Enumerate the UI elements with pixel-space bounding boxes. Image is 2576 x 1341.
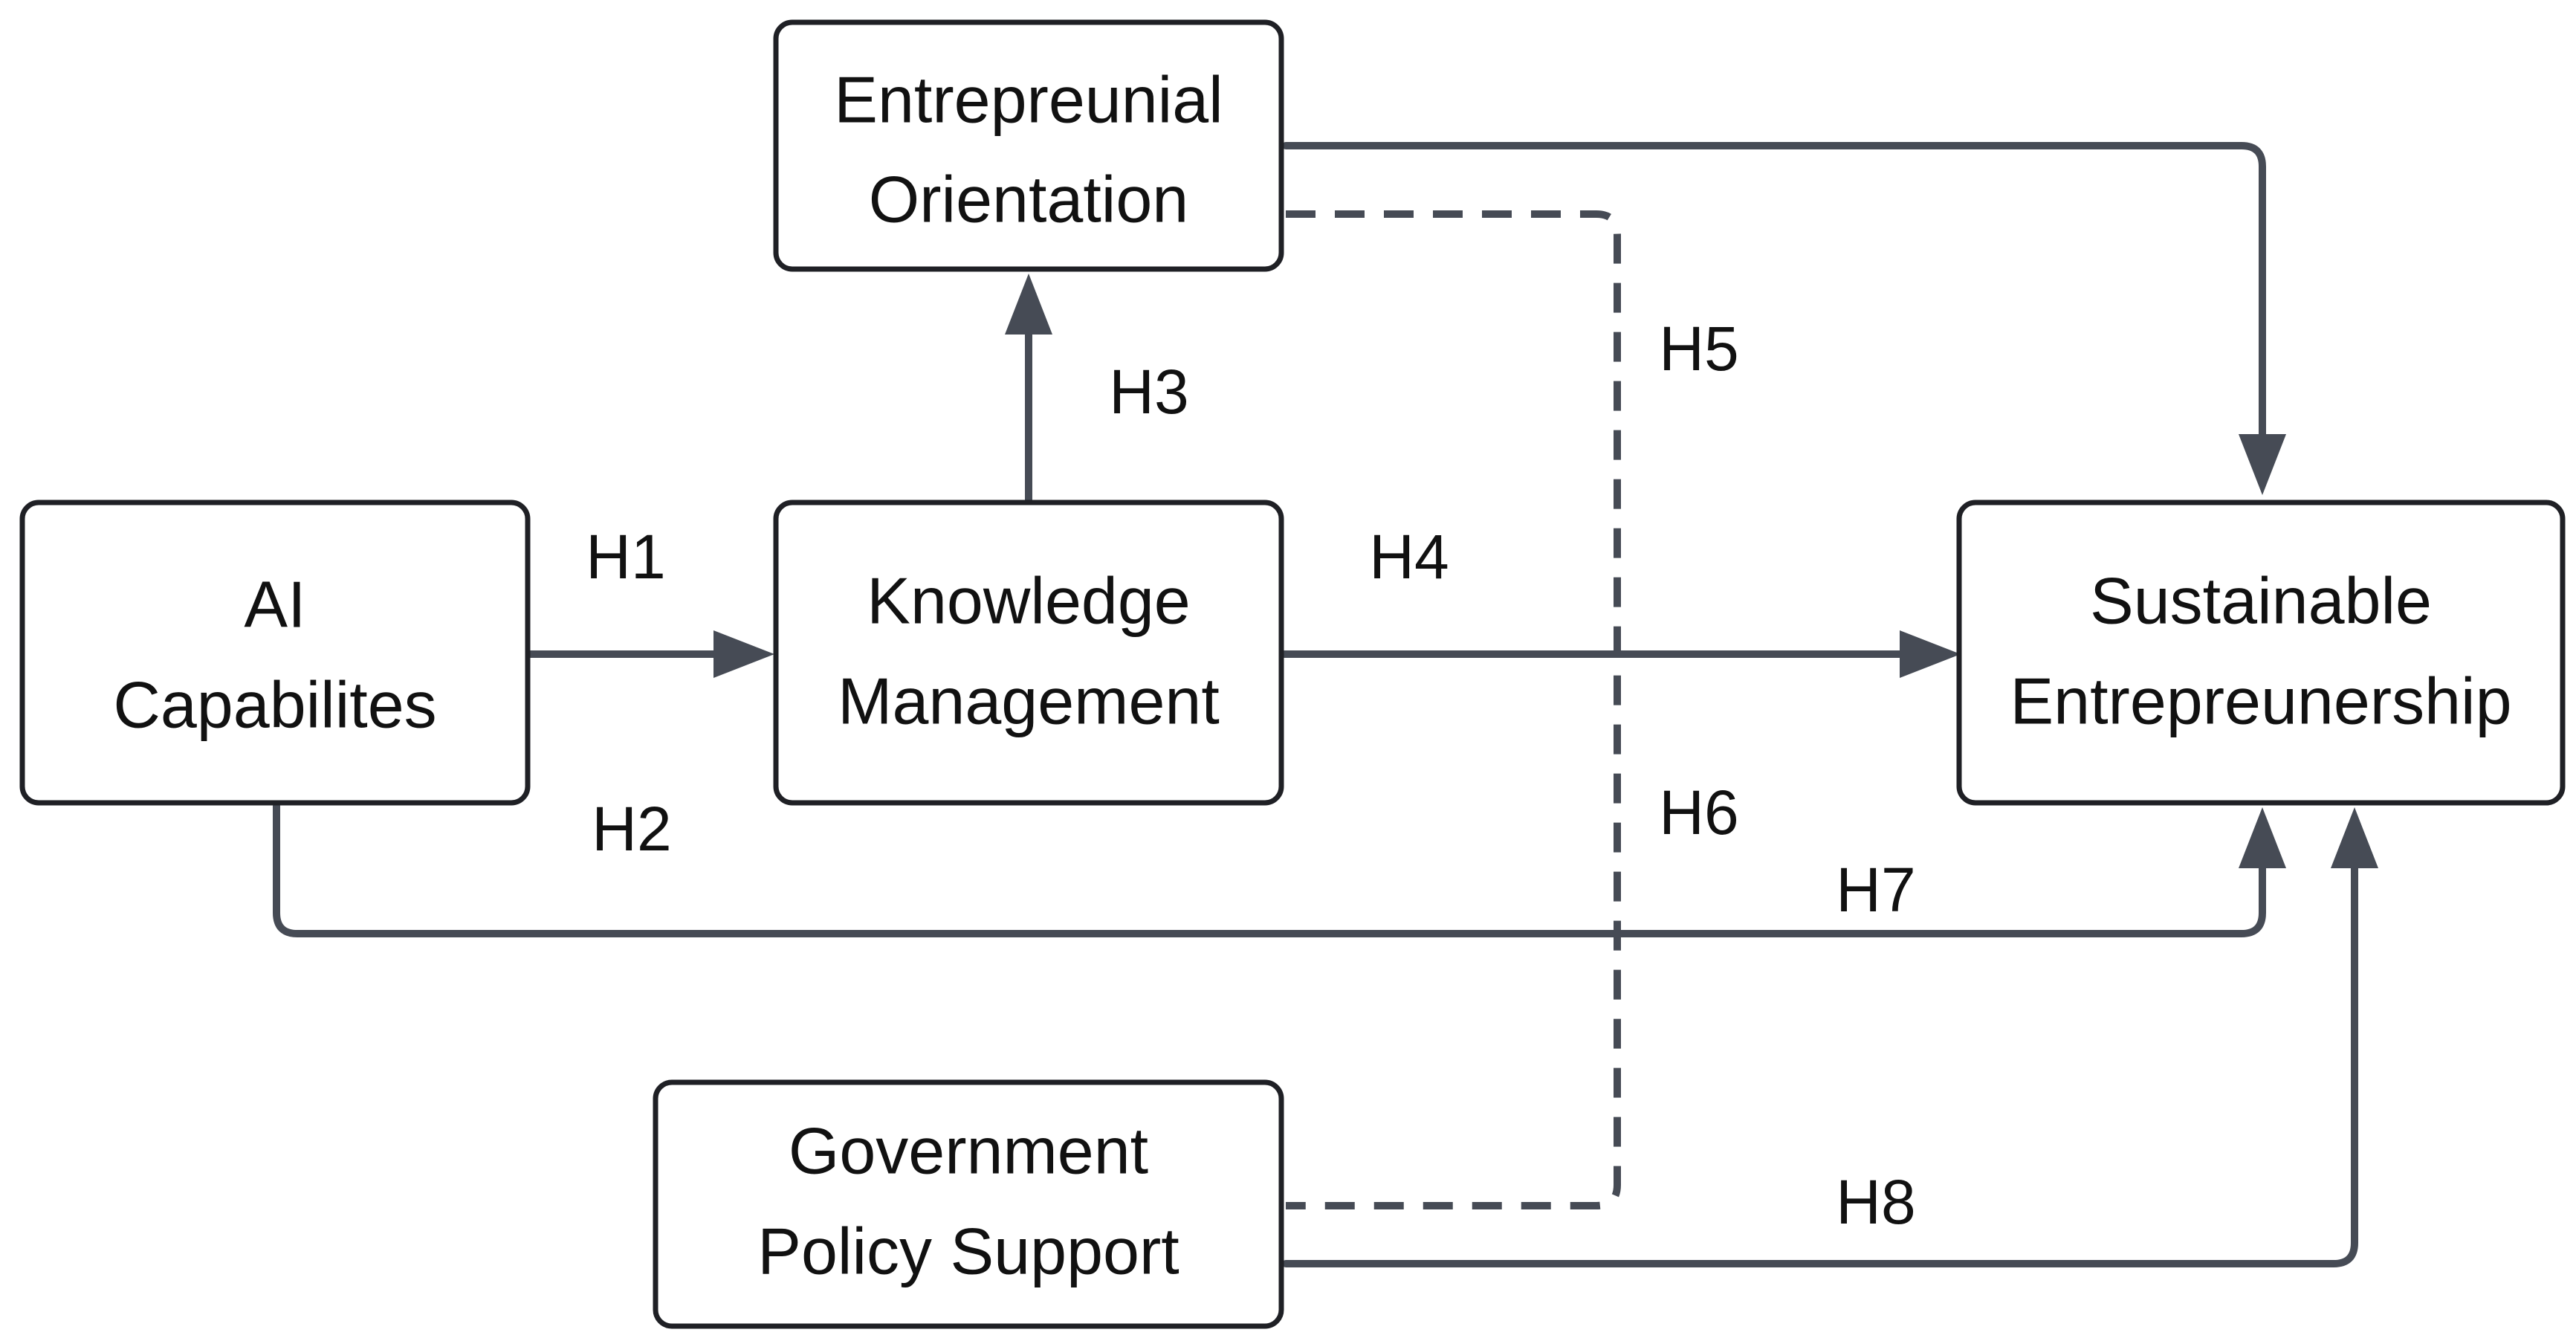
hypothesis-label-h6: H6 — [1659, 778, 1738, 847]
node-label-line: Capabilites — [113, 668, 436, 741]
node-label-line: Orientation — [869, 162, 1188, 236]
edge-h1 — [525, 630, 774, 678]
node-sustainable-entrepreneurship: Sustainable Entrepreunership — [1956, 500, 2566, 806]
node-government-policy-support: Government Policy Support — [653, 1079, 1284, 1329]
edge-h8 — [1282, 807, 2378, 1267]
hypothesis-label-h7: H7 — [1836, 855, 1915, 925]
node-label-line: Management — [838, 664, 1220, 737]
hypothesis-label-h2: H2 — [592, 794, 671, 864]
edge-eo-to-se — [1282, 142, 2286, 495]
arrowhead-h4 — [1900, 630, 1961, 678]
hypothesis-label-h8: H8 — [1836, 1167, 1915, 1237]
node-label-line: Entrepreunial — [834, 62, 1223, 136]
node-knowledge-management: Knowledge Management — [773, 500, 1284, 806]
arrowhead-eo-to-se — [2239, 434, 2286, 495]
hypothesis-label-h3: H3 — [1109, 357, 1188, 427]
node-label-line: Government — [789, 1114, 1148, 1187]
arrowhead-h3 — [1005, 274, 1052, 335]
arrowhead-h8 — [2331, 807, 2378, 868]
hypothesis-label-h4: H4 — [1369, 522, 1449, 592]
edge-h7 — [273, 802, 2286, 937]
node-label-line: Knowledge — [867, 563, 1190, 637]
node-label-line: Policy Support — [757, 1214, 1179, 1287]
edge-h4 — [1281, 630, 1961, 678]
node-label-line: Sustainable — [2090, 563, 2432, 637]
arrowhead-h1 — [713, 630, 774, 678]
arrowhead-h7 — [2239, 807, 2286, 868]
node-label-line: Entrepreunership — [2010, 664, 2511, 737]
node-entrepreneurial-orientation: Entrepreunial Orientation — [773, 19, 1284, 272]
node-label-line: AI — [244, 567, 305, 641]
hypothesis-label-h5: H5 — [1659, 314, 1738, 384]
node-ai-capabilities: AI Capabilites — [19, 500, 531, 806]
hypothesis-label-h1: H1 — [586, 522, 665, 592]
edge-h5-h6-dashed — [1286, 210, 1621, 1209]
edge-h3 — [1005, 274, 1052, 503]
